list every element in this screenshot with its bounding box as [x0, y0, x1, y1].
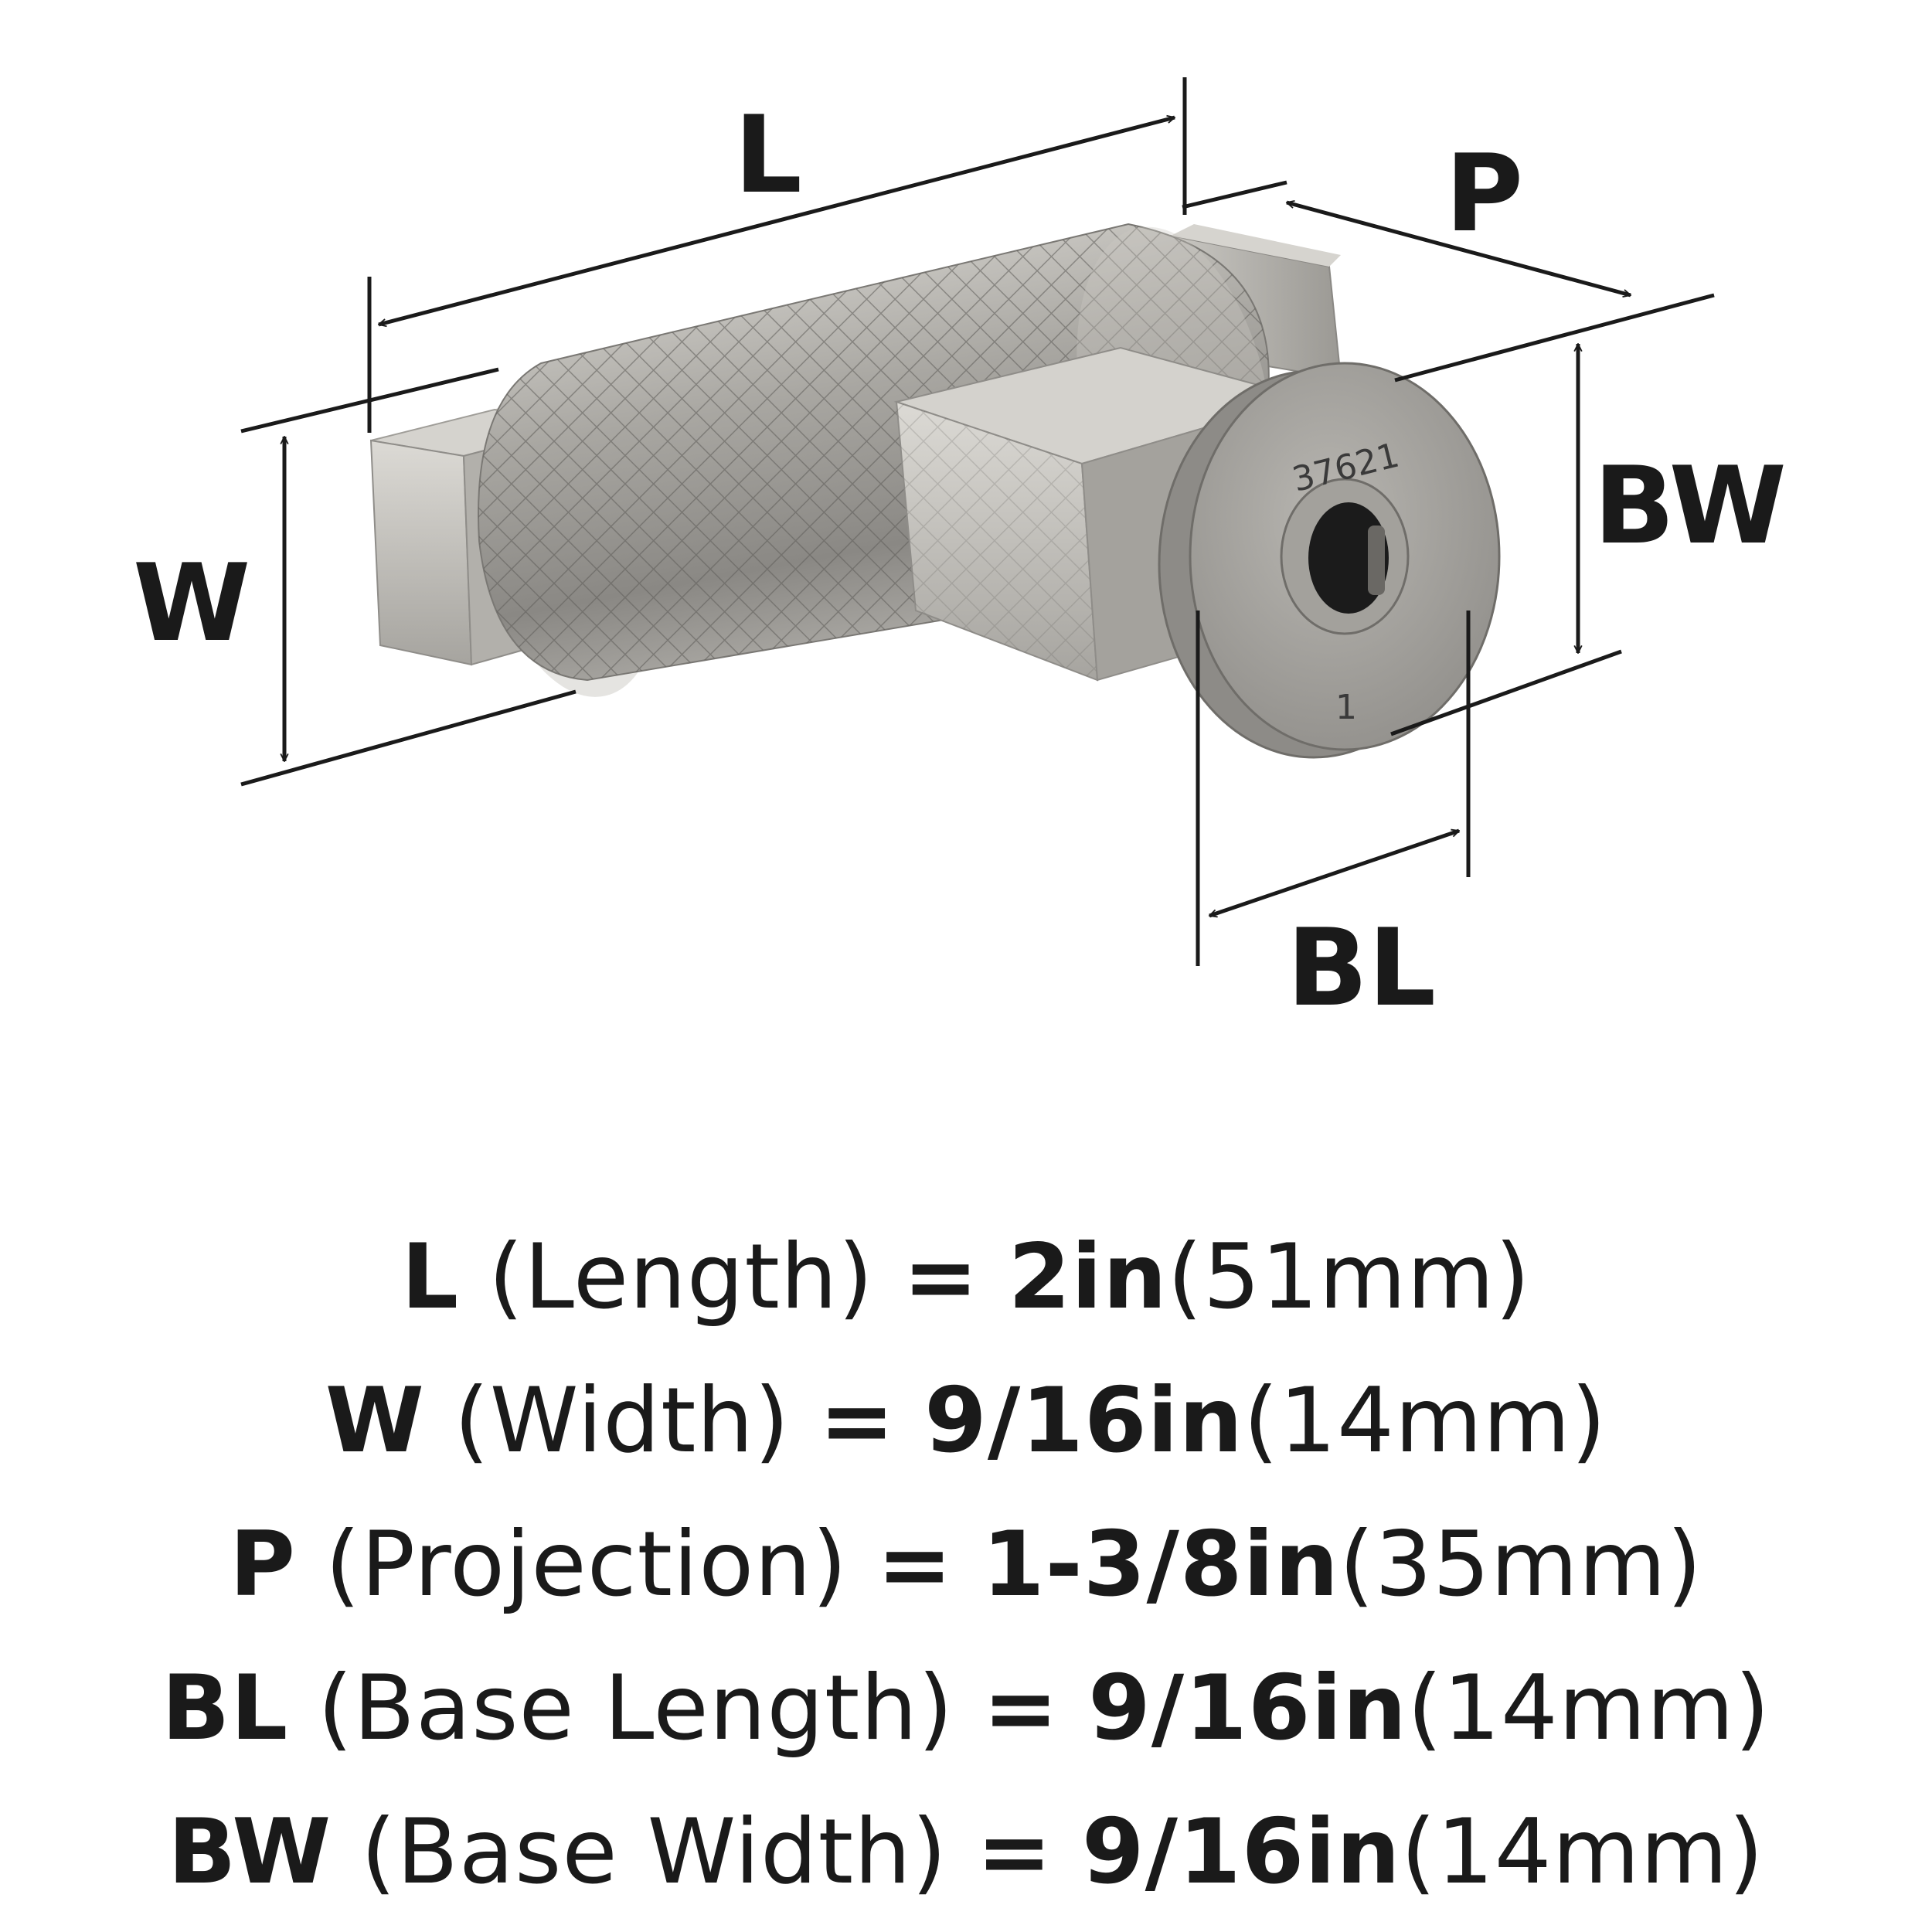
spec-key: BW: [168, 1800, 332, 1904]
spec-metric: (51mm): [1167, 1225, 1531, 1329]
spec-description: (Projection): [325, 1512, 848, 1617]
spec-line-projection: P (Projection) = 1-3/8in(35mm): [0, 1493, 1932, 1637]
spec-imperial: 9/16in: [924, 1369, 1244, 1473]
projection-label: P: [1445, 131, 1523, 256]
base-width-label: BW: [1594, 444, 1787, 568]
spec-key: W: [325, 1369, 425, 1473]
spec-imperial: 2in: [1008, 1225, 1168, 1329]
width-label: W: [133, 541, 250, 665]
product-mark-stamp: 1: [1335, 688, 1357, 727]
dimension-lines: [240, 77, 1715, 966]
width-extension-top: [240, 367, 499, 434]
dimension-diagram: 37621 1 L P BW W BL: [133, 77, 1787, 1030]
spec-description: (Base Width): [361, 1800, 947, 1904]
base-width-extension-top: [1394, 293, 1715, 383]
spec-key: BL: [161, 1656, 289, 1760]
spec-imperial: 9/16in: [1088, 1656, 1407, 1760]
base-disc: 37621 1: [1158, 362, 1501, 759]
spec-metric: (14mm): [1400, 1800, 1764, 1904]
dimension-spec-list: L (Length) = 2in(51mm) W (Width) = 9/16i…: [0, 1206, 1932, 1924]
spec-equals: =: [976, 1800, 1053, 1904]
spec-key: P: [229, 1512, 296, 1617]
spec-equals: =: [903, 1225, 979, 1329]
base-length-label: BL: [1287, 906, 1436, 1030]
projection-extension-top: [1182, 180, 1287, 209]
projection-dimension-arrow: [1287, 202, 1631, 295]
spec-metric: (14mm): [1406, 1656, 1771, 1760]
knob-illustration: 37621 1: [369, 223, 1501, 759]
spec-equals: =: [819, 1369, 896, 1473]
base-length-dimension-arrow: [1209, 828, 1459, 918]
spec-imperial: 1-3/8in: [981, 1512, 1339, 1617]
spec-line-length: L (Length) = 2in(51mm): [0, 1206, 1932, 1349]
width-extension-bottom: [240, 689, 577, 787]
length-dimension-arrow: [379, 117, 1175, 325]
spec-key: L: [401, 1225, 460, 1329]
spec-line-base-width: BW (Base Width) = 9/16in(14mm): [0, 1781, 1932, 1924]
spec-imperial: 9/16in: [1081, 1800, 1401, 1904]
spec-metric: (35mm): [1338, 1512, 1703, 1617]
spec-metric: (14mm): [1243, 1369, 1607, 1473]
spec-equals: =: [876, 1512, 954, 1617]
spec-equals: =: [983, 1656, 1060, 1760]
spec-description: (Base Length): [318, 1656, 954, 1760]
spec-line-base-length: BL (Base Length) = 9/16in(14mm): [0, 1637, 1932, 1781]
spec-description: (Length): [488, 1225, 874, 1329]
length-label: L: [734, 93, 802, 217]
spec-line-width: W (Width) = 9/16in(14mm): [0, 1349, 1932, 1493]
base-width-extension-bottom: [1390, 649, 1622, 736]
spec-description: (Width): [454, 1369, 791, 1473]
